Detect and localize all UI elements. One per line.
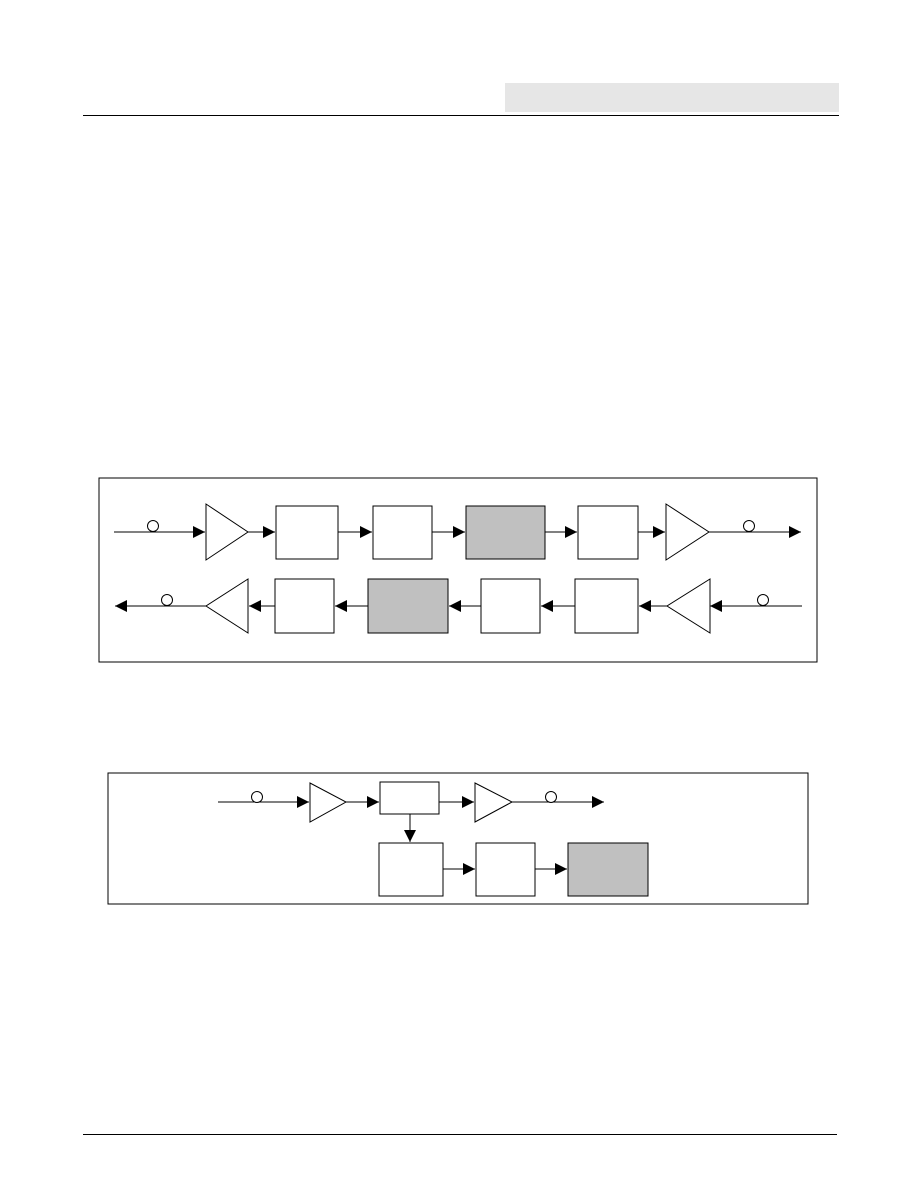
forward-block-2 [372,505,433,560]
forward-amplifier-2 [665,503,710,561]
diagram-1-bidirectional-chain [98,477,818,663]
diagram-2-frame [107,772,809,905]
diagram-1-reverse-path [115,578,802,634]
forward-output-node [743,520,755,532]
reverse-highlighted-block [367,578,449,634]
forward-block-3 [577,505,639,560]
diagram-2-main-path [218,781,604,823]
diagram-2-tapped-chain [107,772,809,905]
main-output-node [545,791,557,803]
reverse-block-3 [274,578,335,634]
main-tap-block [379,781,440,815]
reverse-input-node [757,594,769,606]
diagram-2-branch-path [378,814,649,897]
branch-block-1 [378,842,444,897]
reverse-amplifier-1 [666,578,711,634]
header-rule [83,115,839,116]
forward-highlighted-block [465,505,546,560]
footer-rule [83,1134,837,1135]
forward-amplifier-1 [205,503,249,561]
header-band [505,83,839,112]
diagram-1-forward-path [114,503,801,561]
diagram-1-frame [98,477,818,663]
forward-block-1 [275,505,339,560]
branch-block-2 [475,842,536,897]
main-input-node [251,791,263,803]
reverse-amplifier-2 [205,578,249,634]
main-amplifier-1 [309,782,348,823]
reverse-block-1 [574,578,639,634]
branch-highlighted-block [567,842,649,897]
main-amplifier-2 [474,782,514,823]
forward-input-node [147,520,159,532]
reverse-block-2 [480,578,541,634]
reverse-output-node [161,594,173,606]
